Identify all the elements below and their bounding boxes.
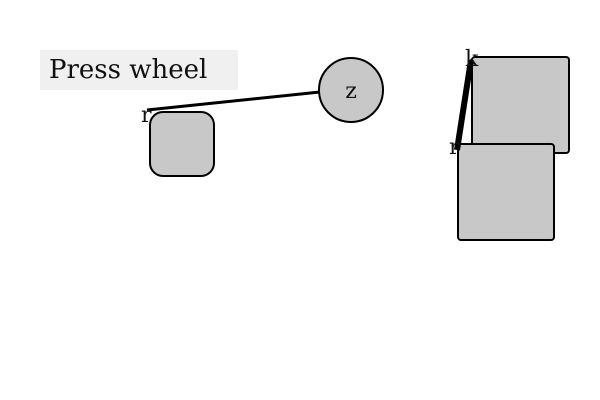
rounded-box[interactable] [149, 111, 215, 177]
connector-line-left [146, 90, 321, 112]
right-top-anchor-label: k [465, 47, 479, 72]
instruction-banner: Press wheel [40, 50, 238, 90]
wheel[interactable] [318, 57, 384, 123]
connector-line-right [454, 59, 474, 151]
right-top-box[interactable] [471, 56, 570, 154]
right-bottom-box[interactable] [457, 143, 555, 241]
right-bottom-anchor-label: r [449, 135, 460, 160]
wheel-label: z [345, 79, 357, 104]
left-box-anchor-label: r [141, 103, 152, 128]
